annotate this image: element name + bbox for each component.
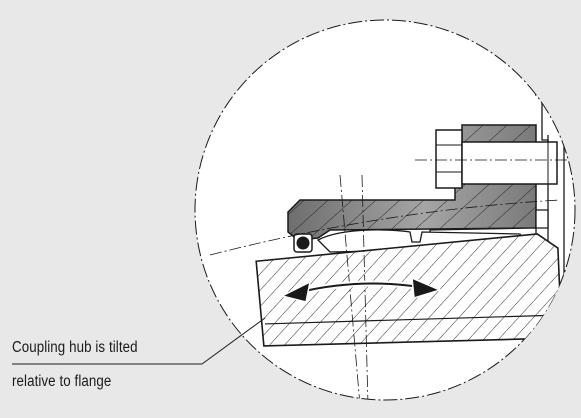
callout-leader	[12, 317, 266, 365]
detail-contents	[209, 94, 575, 400]
bolt	[415, 129, 575, 189]
tilt-arrow	[279, 276, 443, 303]
o-ring	[293, 233, 313, 253]
callout-label-line1: Coupling hub is tilted	[12, 339, 138, 356]
coupling-hub	[255, 233, 563, 347]
centerlines	[209, 174, 561, 400]
callout-label-line2: relative to flange	[12, 373, 112, 390]
